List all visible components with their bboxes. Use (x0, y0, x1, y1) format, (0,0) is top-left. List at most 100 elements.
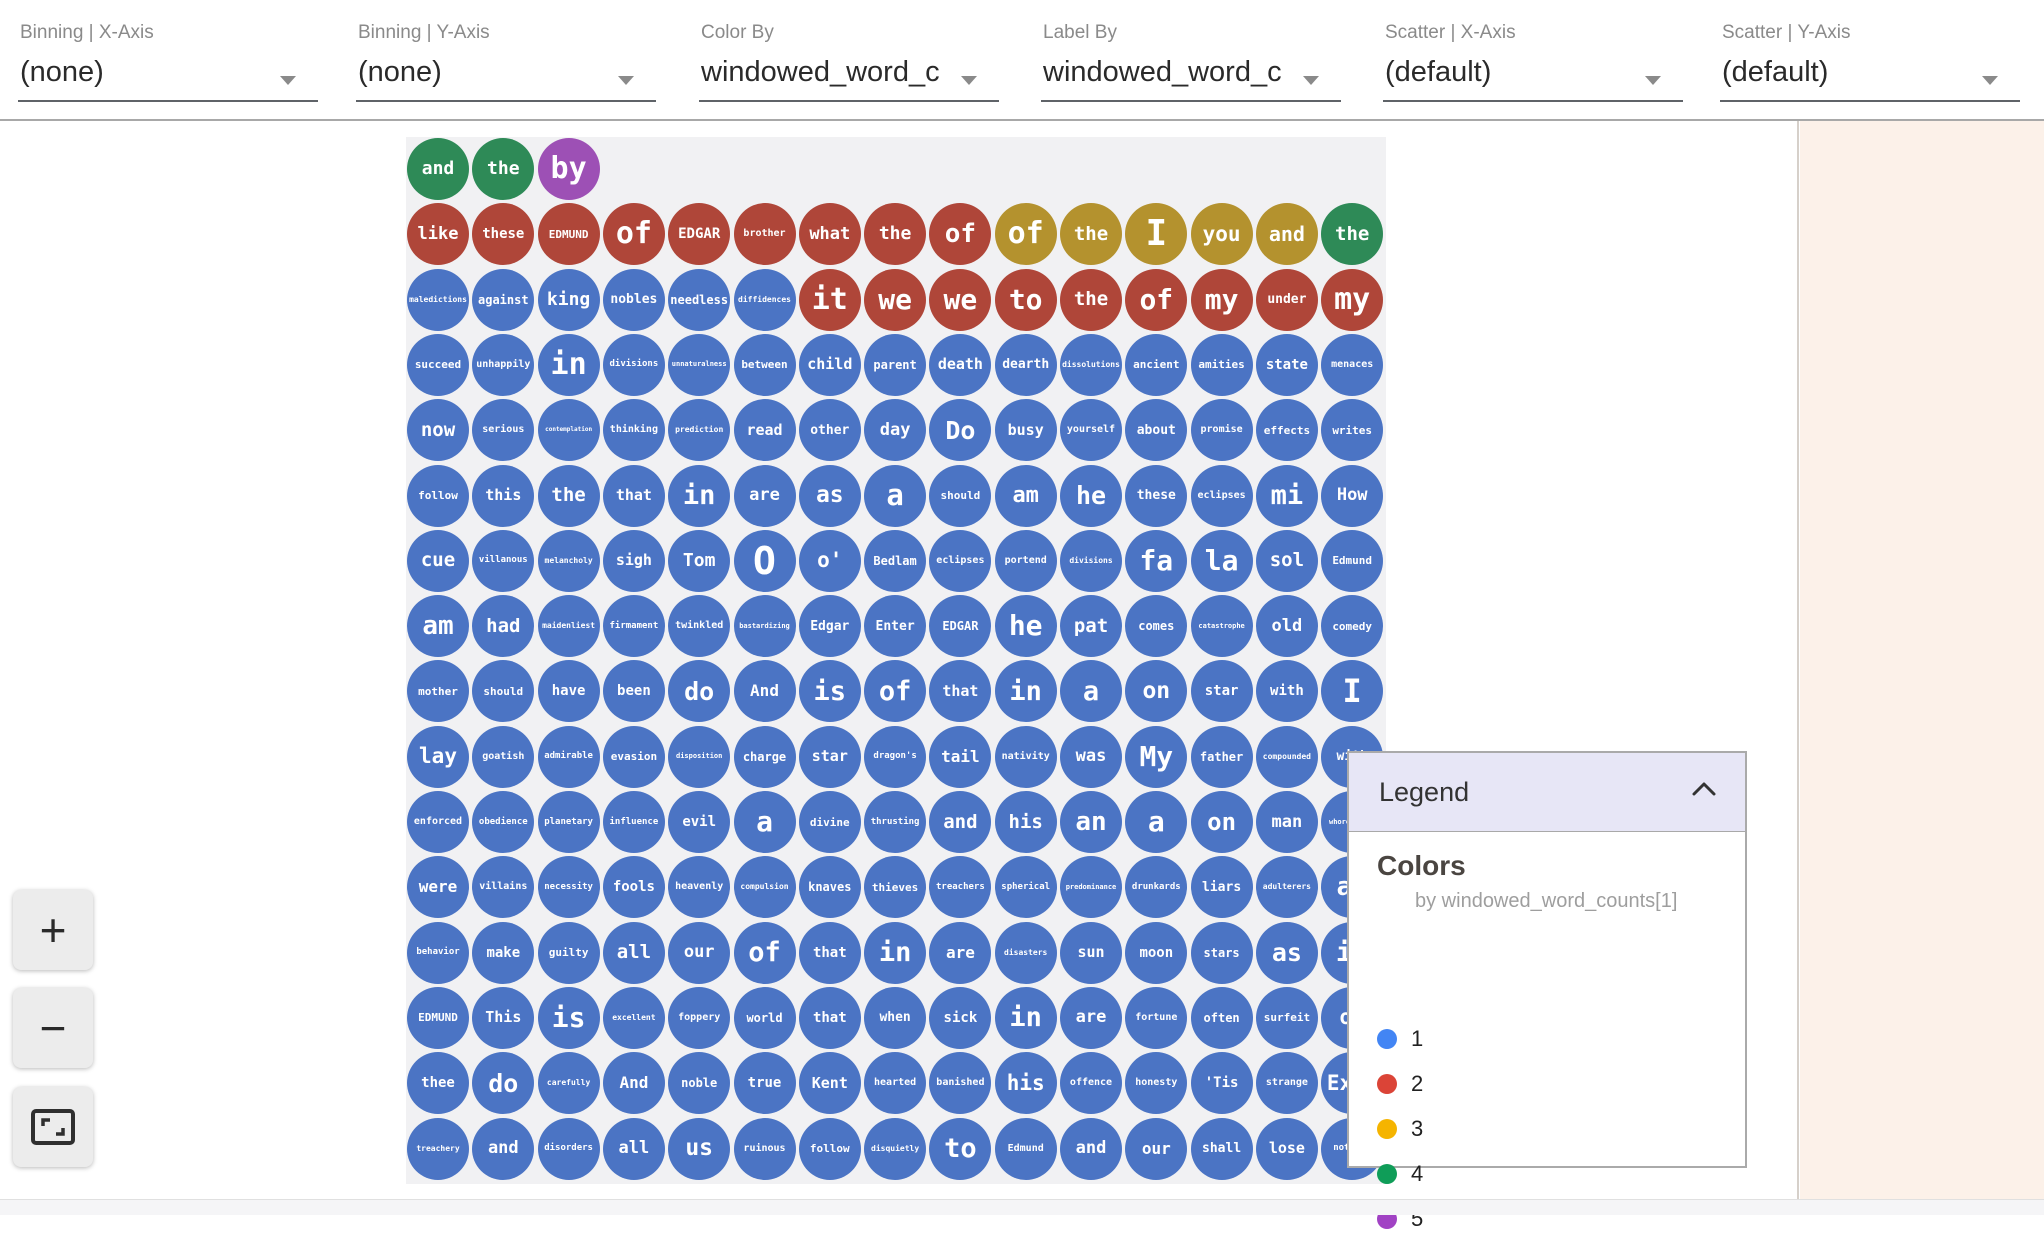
word-circle[interactable]: knaves (798, 856, 861, 919)
word-circle[interactable]: Kent (798, 1052, 861, 1115)
word-circle[interactable]: are (1060, 986, 1122, 1049)
word-circle[interactable]: offence (1060, 1052, 1122, 1115)
word-circle[interactable]: true (733, 1052, 796, 1115)
word-circle[interactable]: disorders (537, 1117, 600, 1180)
word-circle[interactable]: these (472, 203, 535, 266)
word-circle[interactable]: in (994, 986, 1057, 1049)
word-circle[interactable]: fa (1125, 529, 1188, 592)
word-circle[interactable]: do (472, 1052, 535, 1115)
word-circle[interactable]: and (1255, 203, 1318, 266)
word-circle[interactable]: world (733, 986, 796, 1049)
word-circle[interactable]: twinkled (668, 595, 731, 658)
word-circle[interactable]: bastardizing (733, 595, 796, 658)
word-circle[interactable]: maidenliest (537, 595, 600, 658)
word-circle[interactable]: are (929, 921, 992, 984)
word-circle[interactable]: 'Tis (1190, 1052, 1253, 1115)
word-circle[interactable]: us (668, 1117, 731, 1180)
word-circle[interactable]: when (864, 986, 927, 1049)
word-circle[interactable]: thinking (602, 399, 665, 462)
word-circle[interactable]: on (1125, 660, 1188, 723)
word-circle[interactable]: sun (1060, 921, 1122, 984)
word-circle[interactable]: fortune (1125, 986, 1188, 1049)
word-circle[interactable]: goatish (472, 725, 535, 788)
word-circle[interactable]: maledictions (407, 268, 469, 331)
word-circle[interactable]: compounded (1255, 725, 1318, 788)
word-circle[interactable]: Edmund (1321, 529, 1384, 592)
word-circle[interactable]: disposition (668, 725, 731, 788)
word-circle[interactable]: heavenly (668, 856, 731, 919)
legend-item[interactable]: 4 (1377, 1159, 1423, 1189)
word-circle[interactable]: enforced (407, 791, 469, 853)
word-circle[interactable]: this (472, 464, 535, 527)
word-circle[interactable]: cue (407, 529, 469, 592)
word-circle[interactable]: that (798, 986, 861, 1049)
word-circle[interactable]: sol (1255, 529, 1318, 592)
word-circle[interactable]: How (1321, 464, 1384, 527)
word-circle[interactable]: now (407, 399, 469, 462)
word-circle[interactable]: serious (472, 399, 535, 462)
word-circle[interactable]: star (1190, 660, 1253, 723)
word-circle[interactable]: in (537, 333, 600, 396)
word-circle[interactable]: surfeit (1255, 986, 1318, 1049)
word-circle[interactable]: make (472, 921, 535, 984)
word-circle[interactable]: sick (929, 986, 992, 1049)
word-circle[interactable]: had (472, 595, 535, 658)
word-circle[interactable]: unnaturalness (668, 333, 731, 396)
word-circle[interactable]: state (1255, 333, 1318, 396)
word-circle[interactable]: against (472, 268, 535, 331)
word-circle[interactable]: This (472, 986, 535, 1049)
word-circle[interactable]: that (798, 921, 861, 984)
word-circle[interactable]: the (537, 464, 600, 527)
word-circle[interactable]: fools (602, 856, 665, 919)
dropdown-scatter-y-axis[interactable]: Scatter | Y-Axis (default) (1720, 0, 2020, 110)
word-circle[interactable]: ruinous (733, 1117, 796, 1180)
word-circle[interactable]: as (1255, 921, 1318, 984)
word-circle[interactable]: between (733, 333, 796, 396)
word-circle[interactable]: in (668, 464, 731, 527)
word-circle[interactable]: drunkards (1125, 856, 1188, 919)
word-circle[interactable]: should (472, 660, 535, 723)
word-circle[interactable]: moon (1125, 921, 1188, 984)
word-circle[interactable]: of (994, 203, 1057, 266)
word-circle[interactable]: dearth (994, 333, 1057, 396)
word-circle[interactable]: sigh (602, 529, 665, 592)
word-circle[interactable]: we (864, 268, 927, 331)
word-circle[interactable]: of (733, 921, 796, 984)
word-circle[interactable]: villanous (472, 529, 535, 592)
word-circle[interactable]: Edmund (994, 1117, 1057, 1180)
word-circle[interactable]: catastrophe (1190, 595, 1253, 658)
word-circle[interactable]: divisions (1060, 529, 1122, 592)
dropdown-binning-y-axis[interactable]: Binning | Y-Axis (none) (356, 0, 656, 110)
word-circle[interactable]: contemplation (537, 399, 600, 462)
word-circle[interactable]: lose (1255, 1117, 1318, 1180)
word-circle[interactable]: the (1060, 268, 1122, 331)
word-circle[interactable]: writes (1321, 399, 1384, 462)
word-circle[interactable]: my (1321, 268, 1384, 331)
word-circle[interactable]: the (1060, 203, 1122, 266)
word-circle[interactable]: nativity (994, 725, 1057, 788)
word-circle[interactable]: treachery (407, 1117, 469, 1180)
word-circle[interactable]: all (602, 921, 665, 984)
word-circle[interactable]: prediction (668, 399, 731, 462)
word-circle[interactable]: adulterers (1255, 856, 1318, 919)
word-circle[interactable]: he (994, 595, 1057, 658)
word-circle[interactable]: thee (407, 1052, 469, 1115)
word-circle[interactable]: necessity (537, 856, 600, 919)
word-circle[interactable]: a (1125, 791, 1188, 853)
word-circle[interactable]: planetary (537, 791, 600, 853)
word-circle[interactable]: thrusting (864, 791, 927, 853)
word-circle[interactable]: amities (1190, 333, 1253, 396)
word-circle[interactable]: on (1190, 791, 1253, 853)
legend-item[interactable]: 2 (1377, 1069, 1423, 1099)
horizontal-scrollbar[interactable] (0, 1199, 2044, 1215)
word-circle[interactable]: eclipses (1190, 464, 1253, 527)
word-circle[interactable]: unhappily (472, 333, 535, 396)
word-circle[interactable]: have (537, 660, 600, 723)
word-circle[interactable]: O (733, 529, 796, 592)
word-circle[interactable]: pat (1060, 595, 1122, 658)
word-circle[interactable]: dissolutions (1060, 333, 1122, 396)
word-circle[interactable]: brother (733, 203, 796, 266)
word-circle[interactable]: divisions (602, 333, 665, 396)
dropdown-label-by[interactable]: Label By windowed_word_c (1041, 0, 1341, 110)
word-circle[interactable]: thieves (864, 856, 927, 919)
